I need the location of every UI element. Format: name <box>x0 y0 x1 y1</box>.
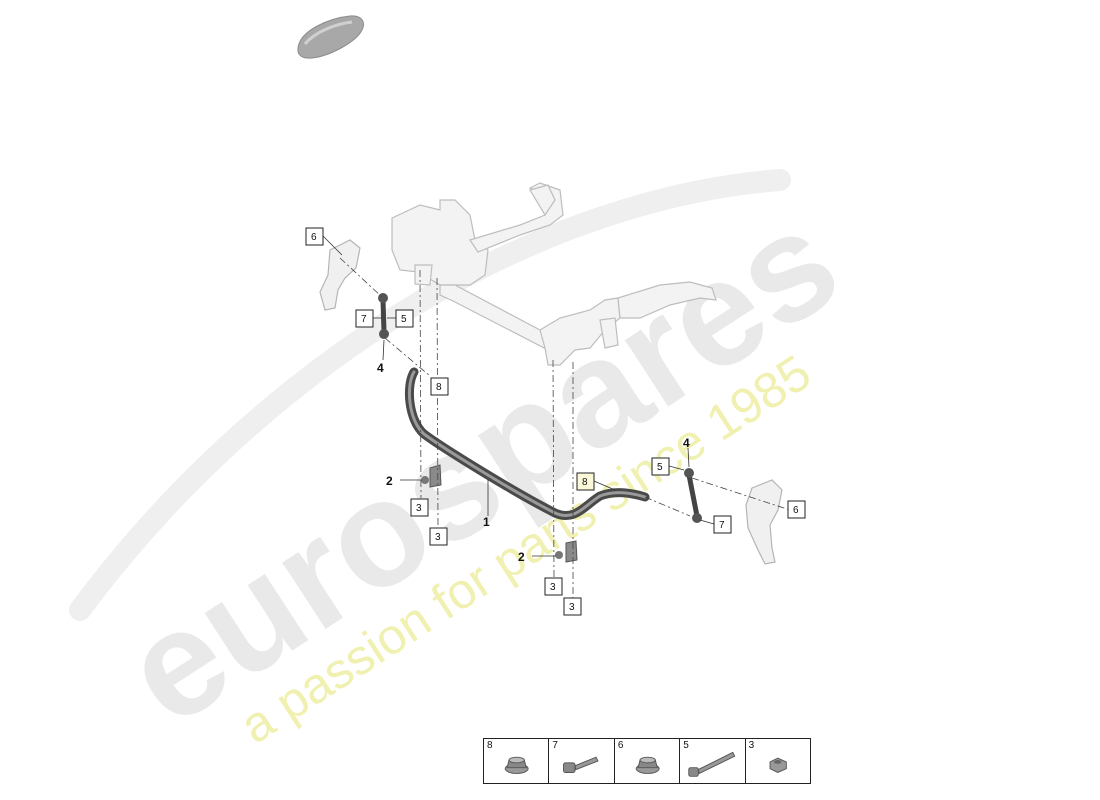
callout-3-right-lower[interactable]: 3 <box>563 597 582 616</box>
hardware-cell-3[interactable]: 3 <box>746 739 810 783</box>
part-number-2-left[interactable]: 2 <box>386 474 393 488</box>
front-subframe <box>391 182 717 366</box>
left-link-bracket <box>319 239 361 311</box>
svg-text:6: 6 <box>311 232 317 243</box>
svg-text:8: 8 <box>436 382 442 393</box>
svg-text:6: 6 <box>793 505 799 516</box>
hardware-cell-6[interactable]: 6 <box>615 739 681 783</box>
svg-text:8: 8 <box>582 477 588 488</box>
mounting-lines <box>339 257 791 598</box>
part-number-1[interactable]: 1 <box>483 515 490 529</box>
callout-5-right[interactable]: 5 <box>651 457 670 476</box>
hardware-cell-7[interactable]: 7 <box>549 739 615 783</box>
part-number-4-right[interactable]: 4 <box>683 436 690 450</box>
callout-7-right[interactable]: 7 <box>713 515 732 534</box>
right-bushing <box>555 540 578 563</box>
callout-8-right[interactable]: 8 <box>576 472 595 491</box>
flange-nut-icon <box>635 756 660 774</box>
left-bushing <box>421 464 442 488</box>
callout-5-left[interactable]: 5 <box>395 309 414 328</box>
callout-3-left-upper[interactable]: 3 <box>410 498 429 517</box>
hardware-number: 7 <box>552 740 558 751</box>
callout-6-right[interactable]: 6 <box>787 500 806 519</box>
part-number-4-left[interactable]: 4 <box>377 361 384 375</box>
right-link-bracket <box>745 479 783 565</box>
hardware-legend: 8 7 6 5 3 <box>483 738 811 784</box>
hex-nut-icon <box>769 757 787 774</box>
svg-text:3: 3 <box>435 532 441 543</box>
hardware-cell-5[interactable]: 5 <box>680 739 746 783</box>
car-thumbnail-icon[interactable] <box>297 15 364 59</box>
callout-3-right-upper[interactable]: 3 <box>544 577 563 596</box>
part-number-2-right[interactable]: 2 <box>518 550 525 564</box>
hardware-number: 8 <box>487 740 493 751</box>
svg-text:5: 5 <box>657 462 663 473</box>
svg-text:3: 3 <box>569 602 575 613</box>
svg-text:7: 7 <box>361 314 367 325</box>
hardware-number: 3 <box>748 740 755 751</box>
leader-lines <box>322 235 715 557</box>
svg-text:5: 5 <box>401 314 407 325</box>
callout-7-left[interactable]: 7 <box>355 309 374 328</box>
right-coupling-link <box>684 468 702 523</box>
hardware-cell-8[interactable]: 8 <box>484 739 550 783</box>
callout-8-left[interactable]: 8 <box>430 377 449 396</box>
stabilizer-bar <box>404 367 650 520</box>
long-bolt-icon <box>688 751 736 777</box>
bolt-icon <box>563 756 600 773</box>
hardware-number: 5 <box>683 740 689 751</box>
callout-6-left[interactable]: 6 <box>305 227 324 246</box>
svg-text:3: 3 <box>550 582 556 593</box>
svg-text:7: 7 <box>719 520 725 531</box>
flange-nut-icon <box>504 756 529 774</box>
callout-3-left-lower[interactable]: 3 <box>429 527 448 546</box>
svg-text:3: 3 <box>416 503 422 514</box>
hardware-number: 6 <box>617 740 624 751</box>
